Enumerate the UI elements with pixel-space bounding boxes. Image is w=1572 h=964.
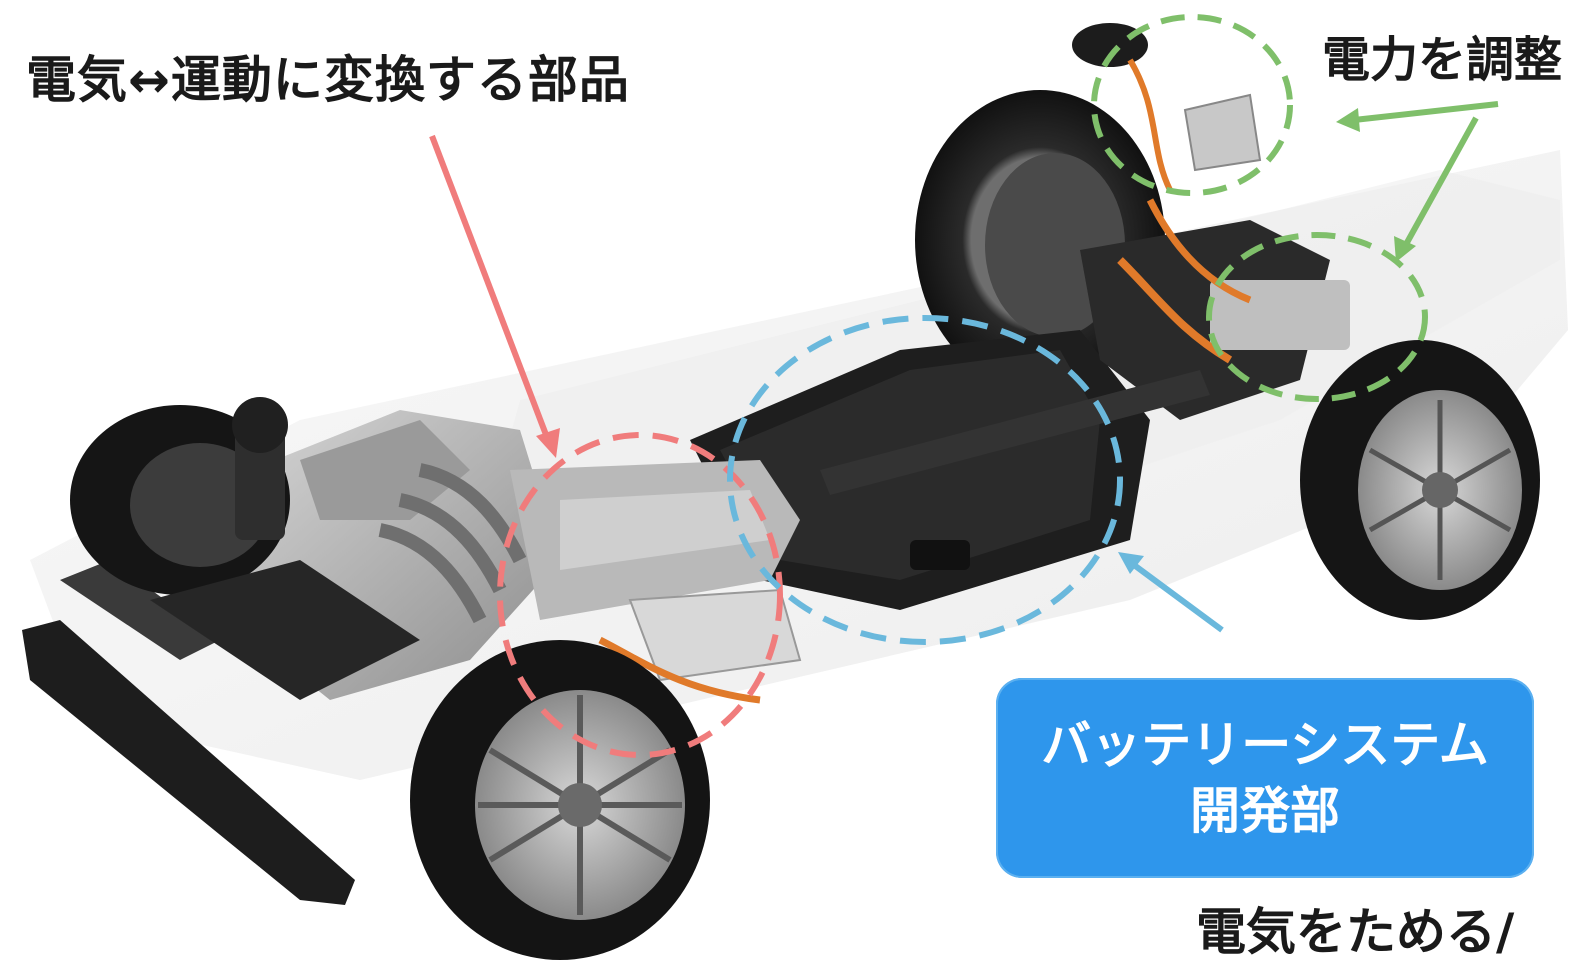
battery-pointer-arrow: [1118, 552, 1224, 633]
battery-system-dept-badge: バッテリーシステム 開発部: [996, 678, 1534, 878]
power-unit-highlight-circle-top: [1091, 14, 1293, 196]
transmission-motor: [510, 460, 800, 620]
rear-right-tire: [1300, 340, 1540, 620]
motor-pointer-arrow: [429, 134, 560, 458]
power-regulation-label: 電力を調整: [1322, 32, 1563, 88]
front-right-tire: [410, 640, 710, 960]
motor-conversion-label: 電気↔運動に変換する部品: [26, 51, 630, 109]
power-unit-highlight-circle-rear: [1206, 232, 1428, 402]
front-suspension: [150, 397, 420, 700]
power-pointer-arrow-down: [1394, 116, 1479, 262]
front-inverter: [598, 588, 802, 704]
rear-subframe: [1080, 198, 1350, 420]
badge-line-1: バッテリーシステム: [1041, 716, 1489, 774]
motor-highlight-circle: [497, 432, 783, 758]
badge-line-2: 開発部: [1190, 782, 1340, 840]
power-pointer-arrow-left: [1336, 101, 1499, 132]
front-bumper-beam: [22, 560, 355, 905]
drive-shaft: [820, 370, 1210, 495]
battery-highlight-circle: [727, 315, 1123, 645]
energy-storage-label: 電気をためる/: [1196, 903, 1515, 961]
